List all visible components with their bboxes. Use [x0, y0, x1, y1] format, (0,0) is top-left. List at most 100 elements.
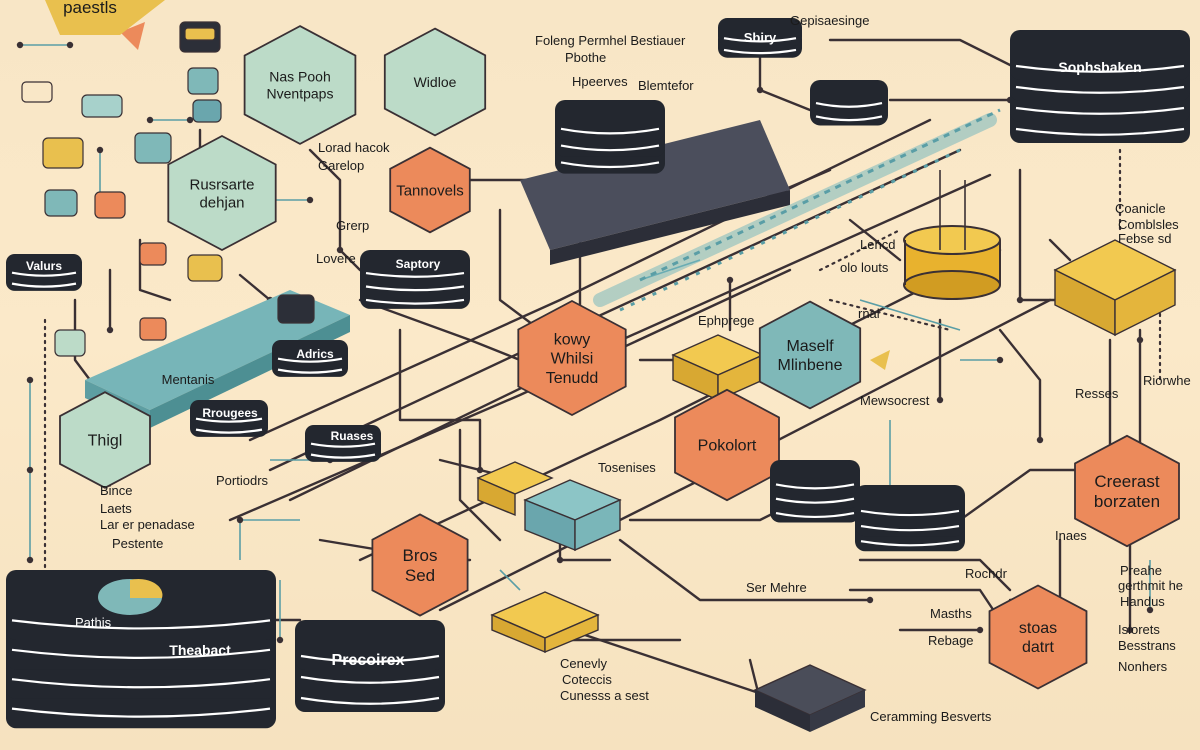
- stack-node: [770, 460, 860, 523]
- stack-sbiry[interactable]: Sbiry: [718, 18, 802, 58]
- label-cenevly: Cenevly: [560, 656, 607, 671]
- hexagon-shape: [167, 134, 277, 252]
- stack-highlight: [560, 144, 660, 152]
- arrow-marker-icon: [120, 22, 145, 50]
- hex-tannovels[interactable]: Tannovels: [389, 146, 471, 234]
- hexagon-label: Pokolort: [698, 438, 757, 455]
- stack-highlight: [11, 271, 77, 277]
- hexagon-shape: [243, 25, 357, 145]
- stack-layer: [305, 425, 381, 451]
- stack-highlight: [11, 678, 271, 689]
- yellow-module: [1053, 239, 1177, 337]
- stack-saptory[interactable]: Saptory: [360, 250, 470, 309]
- hex-pokolort[interactable]: Pokolort: [674, 388, 780, 502]
- stack-highlight: [365, 285, 465, 292]
- label-bince: Bince: [100, 483, 133, 498]
- hexagon-label: Tannovels: [396, 182, 464, 199]
- hexagon-shape: [758, 300, 862, 410]
- stack-highlight: [723, 48, 797, 55]
- label-coteccis: Coteccis: [562, 672, 612, 687]
- stack-highlight: [300, 654, 440, 663]
- stack-highlight: [560, 127, 660, 135]
- label-hpeerves: Hpeerves: [572, 74, 628, 89]
- label-lar-er-penadase: Lar er penadase: [100, 517, 195, 532]
- stack-highlight: [11, 282, 77, 288]
- hexagon-label: Bros: [403, 546, 438, 565]
- stack-layer: [770, 460, 860, 494]
- stack-highlight: [860, 509, 960, 517]
- stack-layer: [295, 620, 445, 670]
- hexagon-label: Mlinbene: [778, 357, 843, 374]
- stack-highlight: [775, 497, 855, 504]
- stack-ruases[interactable]: Ruases: [305, 425, 381, 462]
- stack-highlight: [1015, 64, 1185, 73]
- stack-highlight: [723, 37, 797, 43]
- label-laets: Laets: [100, 501, 132, 516]
- stack-highlight: [11, 707, 271, 718]
- stack-precoirex[interactable]: Precoirex: [295, 620, 445, 712]
- stack-label: Saptory: [396, 257, 441, 271]
- hexagon-shape: [988, 584, 1088, 690]
- stack-layer: [6, 254, 82, 280]
- label-preahe: Preahe: [1120, 563, 1162, 578]
- stack-highlight: [310, 442, 376, 448]
- processor-chip: [753, 664, 867, 732]
- hexagon-label: Sed: [405, 566, 435, 585]
- teal-module: [523, 479, 622, 552]
- hexagon-shape: [371, 513, 469, 617]
- stack-highlight: [300, 675, 440, 684]
- label-lorad-hacok: Lorad hacok: [318, 140, 390, 155]
- label-cunesss-a-sest: Cunesss a sest: [560, 688, 649, 703]
- hexagon-shape: [1074, 434, 1180, 548]
- hexagon-label: Thigl: [88, 433, 123, 450]
- label-pbothe: Pbothe: [565, 50, 606, 65]
- stack-highlight: [860, 540, 960, 547]
- stack-highlight: [815, 115, 883, 122]
- hexagon-label: Nventpaps: [267, 85, 334, 101]
- label-coanicle: Coanicle: [1115, 201, 1166, 216]
- hexagon-shape: [389, 146, 471, 234]
- hexagon-label: datrt: [1022, 639, 1055, 656]
- stack-label: Sophsbaken: [1058, 59, 1141, 75]
- label-rnal: rnal: [858, 306, 880, 321]
- stack-layer: [360, 250, 470, 282]
- label-febse-sd: Febse sd: [1118, 231, 1171, 246]
- stack-highlight: [277, 357, 343, 363]
- tag-paestls-label: paestls: [63, 0, 117, 17]
- label-besstrans: Besstrans: [1118, 638, 1176, 653]
- stack-highlight: [11, 619, 271, 630]
- label-nonhers: Nonhers: [1118, 659, 1168, 674]
- label-comblsles: Comblsles: [1118, 217, 1179, 232]
- label-portiodrs: Portiodrs: [216, 473, 269, 488]
- stack-highlight: [1015, 106, 1185, 115]
- hex-thigl[interactable]: Thigl: [59, 391, 151, 489]
- stack-highlight: [860, 524, 960, 532]
- stack-label: Ruases: [331, 429, 374, 443]
- hexagon-label: Whilsi: [551, 351, 594, 368]
- stack-label: Rrougees: [202, 406, 258, 420]
- label-blemtefor: Blemtefor: [638, 78, 694, 93]
- hexagon-label: Tenudd: [546, 370, 599, 387]
- stack-adrics[interactable]: Adrics: [272, 340, 348, 377]
- label-pestente: Pestente: [112, 536, 163, 551]
- stack-theabact[interactable]: Theabact: [6, 570, 276, 729]
- stack-highlight: [300, 696, 440, 705]
- stack-rrougees[interactable]: Rrougees: [190, 400, 268, 437]
- stack-highlight: [11, 648, 271, 659]
- stack-valurs[interactable]: Valurs: [6, 254, 82, 291]
- stack-sophsbaken[interactable]: Sophsbaken: [1010, 30, 1190, 143]
- hexagon-shape: [517, 299, 627, 417]
- hex-widloe[interactable]: Widloe: [383, 27, 487, 137]
- label-grerp: Grerp: [336, 218, 369, 233]
- stack-highlight: [310, 453, 376, 459]
- stack-layer: [855, 485, 965, 521]
